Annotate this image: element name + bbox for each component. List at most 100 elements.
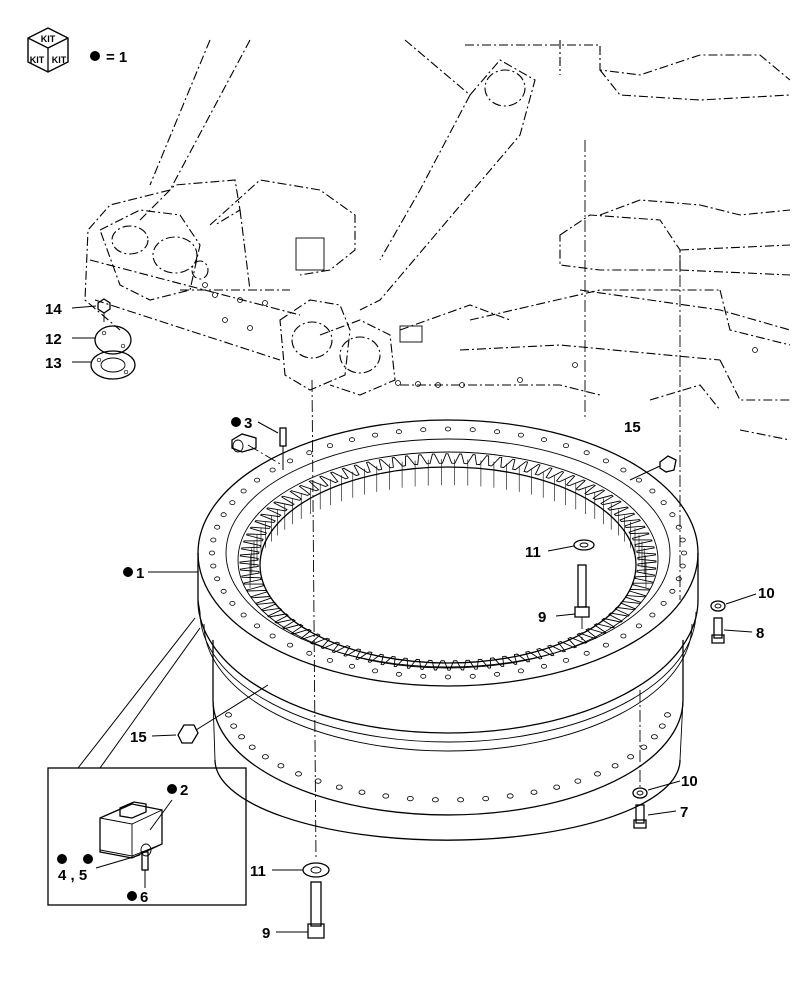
kit-cube-icon: KIT KIT KIT (27, 27, 69, 73)
callout-6-text: 6 (140, 889, 148, 906)
bolt-hole (220, 588, 227, 594)
bolt-hole (269, 633, 276, 639)
bolt-hole (210, 537, 217, 543)
bolt-hole (444, 426, 451, 432)
bolt-hole (602, 458, 609, 464)
cover-bolt-14 (97, 298, 111, 322)
callout-9-lower: 9 (262, 925, 270, 942)
callout-15-lower-text: 15 (130, 729, 147, 746)
bolt-hole (679, 537, 686, 543)
bolt-hole (240, 488, 247, 494)
skirt-bolt-hole (238, 734, 246, 740)
callout-10-lower-text: 10 (681, 773, 698, 790)
swing-bearing-ring (197, 419, 699, 841)
bolt-hole (326, 443, 333, 449)
skirt-bolt-hole (611, 763, 619, 769)
kit-legend: KIT KIT KIT = 1 (27, 27, 127, 73)
callout-15-upper-text: 15 (624, 419, 641, 436)
bolt-hole (348, 663, 355, 669)
kit-dot-icon (127, 891, 137, 901)
bolt-hole (649, 612, 656, 618)
skirt-bolt-hole (457, 797, 465, 803)
callout-10-lower: 10 (681, 773, 698, 790)
bolt-lower-7 (633, 804, 647, 829)
callout-14: 14 (45, 301, 62, 318)
bolt-hole (563, 658, 570, 663)
callout-4-5: 4 , 5 (57, 854, 93, 884)
bolt-hole (649, 488, 656, 494)
bolt-hole (660, 500, 667, 506)
bolt-hole (583, 650, 590, 656)
washer-upper-11 (573, 539, 595, 551)
callout-8-text: 8 (756, 625, 764, 642)
kit-equals-text: = 1 (106, 49, 127, 66)
bolt-hole (326, 658, 333, 663)
skirt-bolt-hole (594, 771, 601, 777)
callout-11-upper: 11 (525, 544, 541, 561)
bolt-hole (348, 437, 355, 443)
skirt-bolt-hole (651, 734, 658, 740)
bolt-hole (444, 674, 451, 680)
bolt-hole (494, 429, 501, 435)
bolt-hole (469, 673, 476, 679)
callout-7-text: 7 (680, 804, 688, 821)
skirt-bolt-hole (553, 784, 561, 790)
skirt-bolt-hole (248, 744, 256, 750)
seal-block (99, 801, 163, 871)
callout-11-upper-text: 11 (525, 544, 541, 561)
bolt-hole (675, 576, 682, 582)
skirt-bolt-hole (431, 797, 439, 803)
skirt-bolt-hole (627, 754, 634, 760)
bolt-hole (229, 500, 236, 506)
kit-cube-left-text: KIT (30, 55, 45, 65)
bolt-hole (660, 601, 667, 606)
skirt-bolt-hole (295, 771, 302, 777)
washer-lower-10 (632, 787, 648, 799)
skirt-bolt-hole (530, 789, 538, 795)
bolt-hole (669, 588, 676, 594)
skirt-bolt-hole (230, 723, 238, 729)
bolt-hole (372, 668, 379, 674)
skirt-bolt-hole (358, 789, 366, 795)
callout-9-lower-text: 9 (262, 925, 270, 942)
callout-9-upper-text: 9 (538, 609, 546, 626)
bolt-hole (306, 650, 313, 656)
bolt-hole (214, 524, 221, 530)
bolt-hole (372, 432, 379, 438)
bolt-hole (675, 524, 682, 530)
bolt-hole (583, 450, 590, 456)
bolt-hole (254, 623, 261, 629)
kit-cube-right-text: KIT (52, 55, 67, 65)
callout-12: 12 (45, 331, 62, 348)
bolt-upper-8 (711, 617, 725, 644)
skirt-bolt-hole (382, 793, 390, 799)
grease-fitting-upper (629, 455, 677, 481)
skirt-bolt-hole (658, 723, 666, 729)
bolt-hole (469, 427, 476, 433)
bolt-hole (208, 550, 215, 556)
bolt-hole (210, 563, 217, 569)
bolt-lower-9 (307, 881, 325, 939)
callout-13-text: 13 (45, 355, 62, 372)
bolt-hole (287, 642, 294, 648)
bolt-hole (541, 437, 548, 443)
leaders (71, 305, 757, 933)
callout-11-lower-text: 11 (250, 863, 266, 880)
gasket-13 (90, 350, 136, 380)
skirt-bolt-hole (277, 763, 285, 769)
skirt-bolt-hole (640, 744, 648, 750)
skirt-bolt-hole (406, 795, 414, 802)
callout-12-text: 12 (45, 331, 62, 348)
kit-dot-icon (57, 854, 67, 864)
bolt-hole (563, 443, 570, 449)
kit-cube-top-text: KIT (41, 34, 56, 44)
bolt-hole (635, 477, 642, 483)
upper-frame-phantom (84, 39, 791, 600)
callout-14-text: 14 (45, 301, 62, 318)
bolt-hole (620, 467, 627, 473)
washer-upper-10 (710, 600, 726, 612)
bolt-hole (635, 623, 642, 629)
callout-labels: 14 12 13 3 15 11 1 10 9 8 (45, 301, 775, 942)
callout-1-text: 1 (136, 565, 144, 582)
